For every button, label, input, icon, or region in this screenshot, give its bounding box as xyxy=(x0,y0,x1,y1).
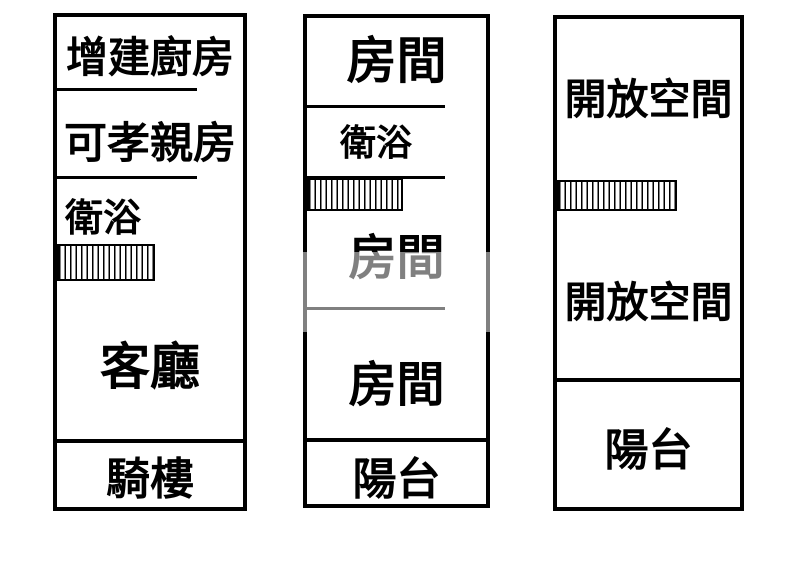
wall-divider xyxy=(307,105,445,108)
room-label-bathroom: 衛浴 xyxy=(65,197,142,240)
wall-divider xyxy=(557,378,740,382)
room-label-open-space-lower: 開放空間 xyxy=(564,278,733,326)
room-label-living-room: 客廳 xyxy=(100,339,200,395)
room-label-room-top: 房間 xyxy=(346,33,447,89)
floor-panel-right-unit: 開放空間 開放空間 陽台 xyxy=(553,15,744,511)
wall-divider xyxy=(307,307,445,310)
wall-divider xyxy=(57,88,197,91)
floor-panel-middle-unit: 房間 衛浴 房間 房間 陽台 xyxy=(303,14,490,508)
room-label-bathroom: 衛浴 xyxy=(339,122,412,163)
wall-divider xyxy=(307,438,486,442)
staircase-icon xyxy=(57,244,155,281)
wall-divider xyxy=(57,439,243,443)
room-label-balcony: 陽台 xyxy=(352,455,441,504)
staircase-icon xyxy=(557,180,677,211)
staircase-icon xyxy=(307,178,403,211)
room-label-room-lower: 房間 xyxy=(348,359,445,412)
room-label-open-space-top: 開放空間 xyxy=(564,75,733,123)
room-label-room-middle: 房間 xyxy=(348,232,445,285)
room-label-added-kitchen: 增建廚房 xyxy=(65,33,234,81)
wall-divider xyxy=(307,176,445,179)
room-label-balcony: 陽台 xyxy=(604,426,693,475)
room-label-arcade: 騎樓 xyxy=(106,455,194,504)
floor-panel-left-unit: 增建廚房 可孝親房 衛浴 客廳 騎樓 xyxy=(53,13,247,511)
room-label-parents-room: 可孝親房 xyxy=(64,120,236,168)
wall-divider xyxy=(57,176,197,179)
